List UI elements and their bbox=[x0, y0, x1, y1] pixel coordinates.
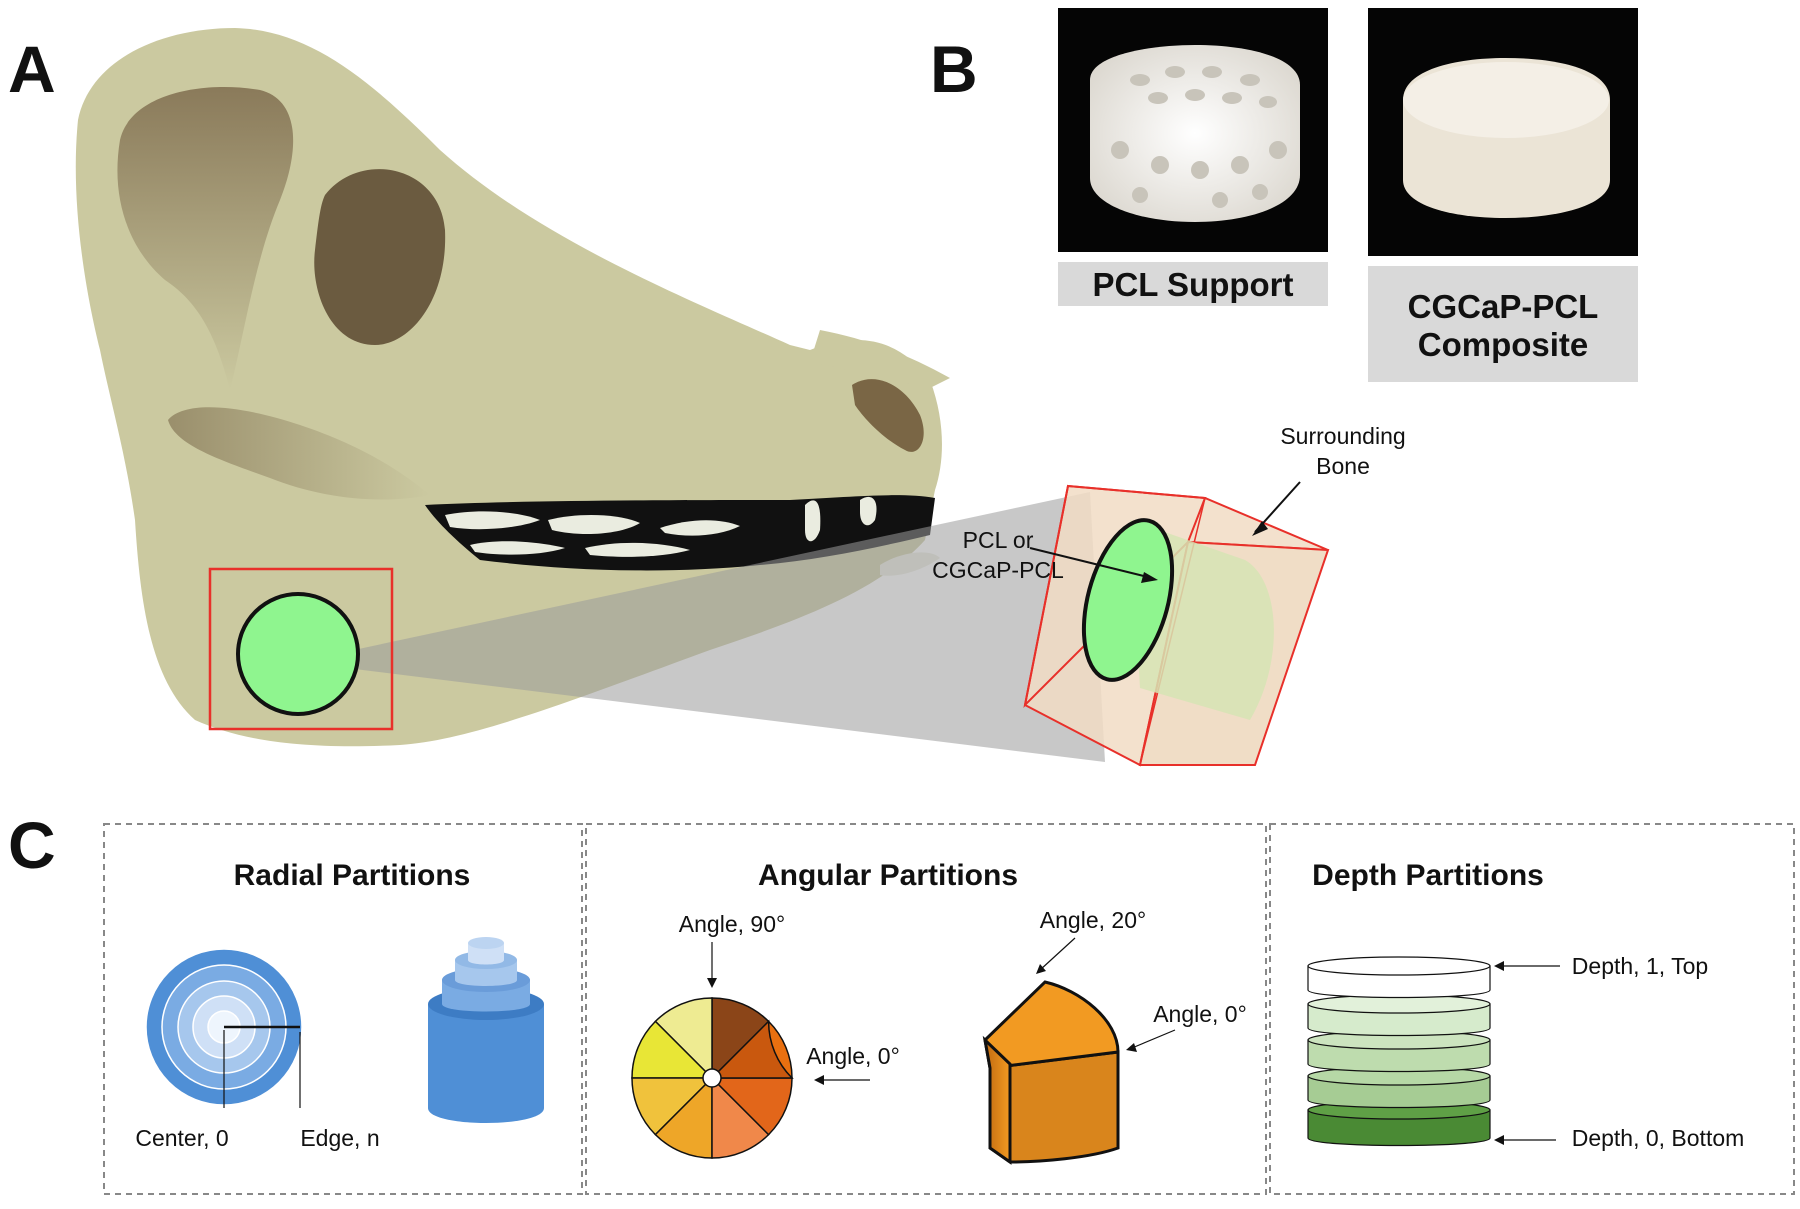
depth-discs bbox=[1307, 956, 1491, 1147]
implant-label-2: CGCaP-PCL bbox=[932, 557, 1064, 583]
brow-spike bbox=[810, 330, 950, 388]
angular-partitions: Angular Partitions Angle, 90° Angle, 0° … bbox=[631, 859, 1247, 1165]
center-label: Center, 0 bbox=[135, 1125, 228, 1151]
implant-circle bbox=[236, 592, 360, 716]
nostril bbox=[852, 379, 924, 452]
angular-title: Angular Partitions bbox=[758, 859, 1018, 892]
surrounding-label-1: Surrounding bbox=[1280, 423, 1405, 449]
angle0-wedge-label: Angle, 0° bbox=[1153, 1001, 1247, 1027]
pcl-scaffold bbox=[1090, 45, 1300, 222]
panel-label-a: A bbox=[8, 32, 56, 106]
angle0-pie-label: Angle, 0° bbox=[806, 1043, 900, 1069]
highlight-box bbox=[208, 567, 394, 731]
angular-pie bbox=[631, 997, 794, 1159]
radial-partitions: Radial Partitions Center, 0 Edge, n bbox=[135, 859, 544, 1151]
angular-wedge bbox=[982, 980, 1120, 1165]
depth-top-label: Depth, 1, Top bbox=[1572, 953, 1708, 979]
pcl-caption-box bbox=[1058, 262, 1328, 306]
scaffold-pores bbox=[1111, 66, 1287, 208]
zoom-beam bbox=[298, 492, 1105, 762]
depth-title: Depth Partitions bbox=[1312, 859, 1544, 892]
implant-label-1: PCL or bbox=[963, 527, 1034, 553]
composite-caption-1: CGCaP-PCL bbox=[1408, 288, 1599, 325]
surrounding-label-2: Bone bbox=[1316, 453, 1370, 479]
edge-label: Edge, n bbox=[300, 1125, 379, 1151]
pcl-caption: PCL Support bbox=[1092, 266, 1293, 303]
nasal-cavity bbox=[117, 87, 294, 390]
angle20-label: Angle, 20° bbox=[1040, 907, 1146, 933]
composite-caption-box bbox=[1368, 266, 1638, 382]
panel-label-b: B bbox=[930, 32, 978, 106]
panel-b-photos: PCL Support CGCaP-PCL Composite bbox=[1058, 8, 1638, 382]
angle90-label: Angle, 90° bbox=[679, 911, 785, 937]
orbit bbox=[314, 169, 446, 345]
maxillary-sinus bbox=[168, 407, 430, 500]
radial-cylinder bbox=[428, 937, 544, 1123]
skull-illustration bbox=[75, 28, 1105, 762]
radial-title: Radial Partitions bbox=[234, 859, 471, 892]
depth-bottom-label: Depth, 0, Bottom bbox=[1572, 1125, 1745, 1151]
implant-arrow bbox=[1029, 547, 1153, 579]
bone-block-inset: Surrounding Bone PCL or CGCaP-PCL bbox=[932, 423, 1406, 767]
panel-c-boxes bbox=[103, 823, 1795, 1195]
depth-partitions: Depth Partitions Depth, 1, Top Depth, 0,… bbox=[1307, 859, 1745, 1151]
composite-caption-2: Composite bbox=[1418, 326, 1589, 363]
panel-label-c: C bbox=[8, 808, 56, 882]
implant-end-face bbox=[1081, 518, 1175, 682]
